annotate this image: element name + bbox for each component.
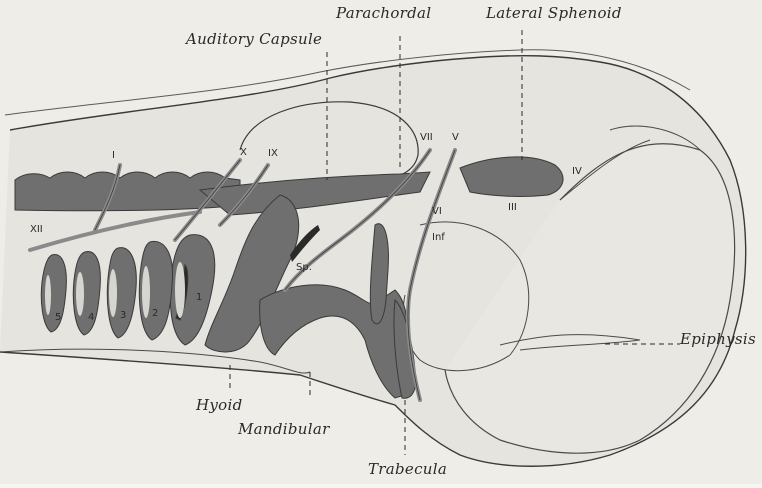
label-trabecula: Trabecula (368, 460, 447, 478)
lateral-sphenoid-cartilage (460, 157, 563, 197)
label-nerve-VI: VI (432, 206, 442, 217)
label-nerve-V: V (452, 132, 459, 143)
label-arch-3: 3 (120, 310, 126, 321)
label-parachordal: Parachordal (336, 4, 431, 22)
label-arch-2: 2 (152, 308, 158, 319)
label-nerve-VII: VII (420, 132, 433, 143)
label-nerve-IV: IV (572, 166, 582, 177)
label-auditory-capsule: Auditory Capsule (186, 30, 322, 48)
label-nerve-XII: XII (30, 224, 43, 235)
label-nerve-I: I (112, 150, 115, 161)
label-lateral-sphenoid: Lateral Sphenoid (486, 4, 622, 22)
label-arch-4: 4 (88, 312, 94, 323)
label-hyoid: Hyoid (196, 396, 243, 414)
label-epiphysis: Epiphysis (680, 330, 756, 348)
label-nerve-IX: IX (268, 148, 278, 159)
label-inf: Inf (432, 232, 445, 243)
label-nerve-X: X (240, 147, 247, 158)
label-arch-1: 1 (196, 292, 202, 303)
label-mandibular: Mandibular (238, 420, 330, 438)
label-nerve-III: III (508, 202, 517, 213)
label-sp: Sp. (296, 262, 312, 273)
label-arch-5: 5 (55, 312, 61, 323)
